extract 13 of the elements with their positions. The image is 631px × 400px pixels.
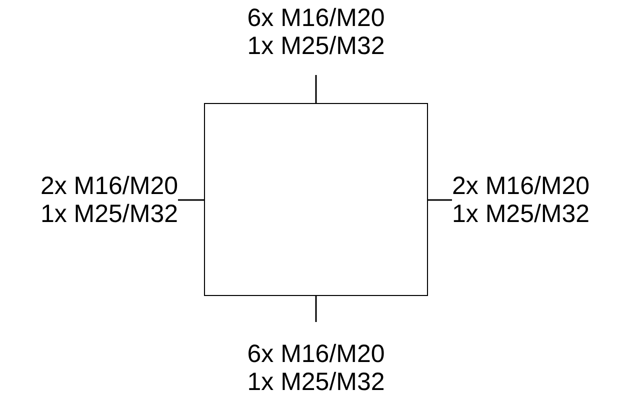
cable-entry-label: 1x M25/M32 bbox=[40, 200, 178, 228]
leader-line bbox=[315, 75, 317, 103]
cable-entry-label: 2x M16/M20 bbox=[452, 172, 590, 200]
enclosure-box bbox=[204, 103, 428, 296]
cable-entry-label: 6x M16/M20 bbox=[247, 340, 385, 368]
leader-line bbox=[428, 199, 452, 201]
cable-entry-label: 6x M16/M20 bbox=[247, 4, 385, 32]
cable-entry-label: 2x M16/M20 bbox=[40, 172, 178, 200]
leader-line bbox=[315, 296, 317, 322]
leader-line bbox=[178, 199, 204, 201]
cable-entry-label: 1x M25/M32 bbox=[247, 368, 385, 396]
cable-entry-label: 1x M25/M32 bbox=[247, 32, 385, 60]
cable-entry-label: 1x M25/M32 bbox=[452, 200, 590, 228]
